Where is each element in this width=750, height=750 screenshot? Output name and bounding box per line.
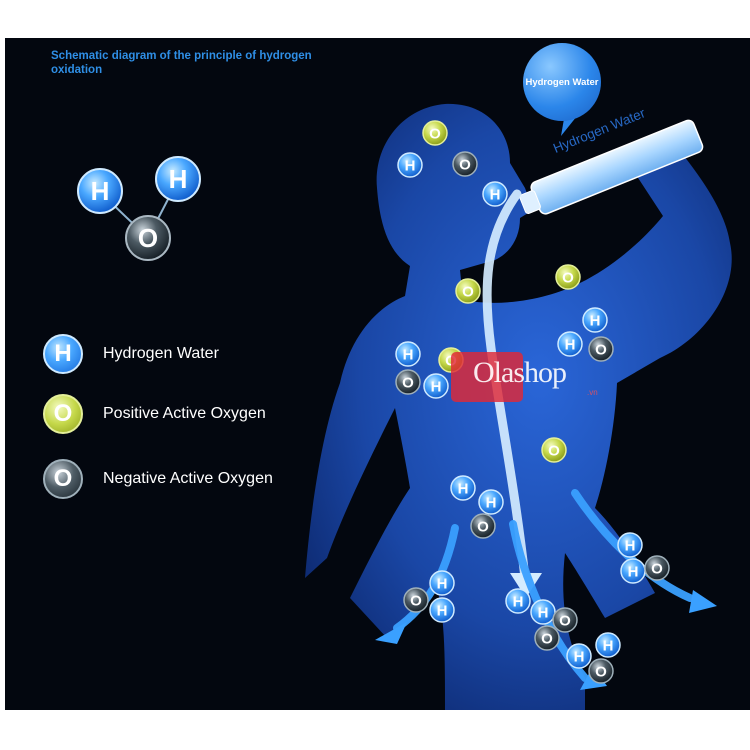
- hydrogen-atom: [478, 489, 504, 515]
- hydrogen-atom: [450, 475, 476, 501]
- negative-oxygen-icon: O: [43, 459, 83, 499]
- hydrogen-atom: [395, 341, 421, 367]
- negative-oxygen-atom-symbol: O: [459, 157, 471, 174]
- negative-oxygen-atom: [588, 658, 614, 684]
- hydrogen-atom: [566, 643, 592, 669]
- legend-label: Hydrogen Water: [103, 345, 219, 362]
- hydrogen-water-bubble: Hydrogen Water: [523, 43, 601, 121]
- hydrogen-atom-symbol: H: [458, 481, 469, 498]
- legend-label: Negative Active Oxygen: [103, 470, 273, 487]
- positive-oxygen-atom-symbol: O: [462, 284, 474, 301]
- hydrogen-atom-icon: H: [43, 334, 83, 374]
- molecule-hydrogen-1-label: H: [90, 176, 110, 206]
- positive-oxygen-atom: [555, 264, 581, 290]
- negative-oxygen-atom-symbol: O: [477, 519, 489, 536]
- hydrogen-atom: [482, 181, 508, 207]
- negative-oxygen-atom-symbol: O: [651, 561, 663, 578]
- hydrogen-atom-symbol: H: [437, 603, 448, 620]
- bubble-label: Hydrogen Water: [525, 76, 599, 88]
- diagram-title: Schematic diagram of the principle of hy…: [51, 50, 312, 76]
- negative-oxygen-atom-symbol: O: [559, 613, 571, 630]
- water-bottle: [519, 119, 704, 215]
- molecule-hydrogen-1: [77, 168, 123, 214]
- hydrogen-atom-symbol: H: [603, 638, 614, 655]
- hydrogen-atom: [505, 588, 531, 614]
- hydrogen-atom: [582, 307, 608, 333]
- hydrogen-atom-symbol: H: [403, 347, 414, 364]
- hydrogen-atom-symbol: H: [437, 576, 448, 593]
- hydrogen-atom-symbol: H: [565, 337, 576, 354]
- positive-oxygen-atom: [541, 437, 567, 463]
- atoms-layer: OHOHOOHOOHHHOOHHOHHOHOHHHOOHHO: [395, 120, 670, 684]
- water-molecule: [77, 156, 201, 261]
- positive-oxygen-atom: [422, 120, 448, 146]
- hydrogen-atom-symbol: H: [490, 187, 501, 204]
- molecule-hydrogen-2: [155, 156, 201, 202]
- hydrogen-atom: [397, 152, 423, 178]
- hydrogen-atom-symbol: H: [538, 605, 549, 622]
- negative-oxygen-atom: [470, 513, 496, 539]
- watermark-suffix: .vn: [587, 388, 598, 397]
- negative-oxygen-atom-symbol: O: [402, 375, 414, 392]
- watermark-text: Olashop: [473, 356, 567, 389]
- positive-oxygen-icon: O: [43, 394, 83, 434]
- hydrogen-atom-symbol: H: [513, 594, 524, 611]
- body-illustration: OHOHOOHOOHHHOOHHOHHOHOHHHOOHHO: [77, 103, 732, 710]
- negative-oxygen-atom-symbol: O: [595, 664, 607, 681]
- hydrogen-atom: [429, 570, 455, 596]
- hydrogen-atom-symbol: H: [625, 538, 636, 555]
- hydrogen-atom: [595, 632, 621, 658]
- positive-oxygen-atom-symbol: O: [548, 443, 560, 460]
- negative-oxygen-atom: [644, 555, 670, 581]
- legend-label: Positive Active Oxygen: [103, 405, 266, 422]
- hydrogen-atom: [423, 373, 449, 399]
- hydrogen-atom-symbol: H: [628, 564, 639, 581]
- negative-oxygen-atom: [403, 587, 429, 613]
- negative-oxygen-atom: [552, 607, 578, 633]
- negative-oxygen-atom: [395, 369, 421, 395]
- negative-oxygen-atom-symbol: O: [595, 342, 607, 359]
- hydrogen-atom: [429, 597, 455, 623]
- hydrogen-atom-symbol: H: [574, 649, 585, 666]
- hydrogen-atom-symbol: H: [590, 313, 601, 330]
- molecule-oxygen: [125, 215, 171, 261]
- legend-item-hydrogen: H Hydrogen Water: [43, 332, 219, 376]
- negative-oxygen-atom: [452, 151, 478, 177]
- negative-oxygen-atom-symbol: O: [410, 593, 422, 610]
- negative-oxygen-atom: [534, 625, 560, 651]
- hydrogen-atom-symbol: H: [431, 379, 442, 396]
- positive-oxygen-atom-symbol: O: [429, 126, 441, 143]
- watermark-badge: [451, 352, 523, 402]
- hydrogen-atom: [557, 331, 583, 357]
- positive-oxygen-atom-symbol: O: [562, 270, 574, 287]
- diagram-canvas: OHOHOOHOOHHHOOHHOHHOHOHHHOOHHO H H O Sch…: [5, 38, 750, 710]
- hydrogen-atom-symbol: H: [405, 158, 416, 175]
- hydrogen-atom-symbol: H: [486, 495, 497, 512]
- legend-item-negative-oxygen: O Negative Active Oxygen: [43, 457, 273, 501]
- stream-arrowhead: [510, 573, 542, 598]
- molecule-hydrogen-2-label: H: [168, 164, 188, 194]
- negative-oxygen-atom: [588, 336, 614, 362]
- positive-oxygen-atom: [455, 278, 481, 304]
- molecule-oxygen-label: O: [137, 223, 159, 253]
- legend-item-positive-oxygen: O Positive Active Oxygen: [43, 392, 266, 436]
- negative-oxygen-atom-symbol: O: [541, 631, 553, 648]
- hydrogen-atom: [617, 532, 643, 558]
- hydrogen-atom: [530, 599, 556, 625]
